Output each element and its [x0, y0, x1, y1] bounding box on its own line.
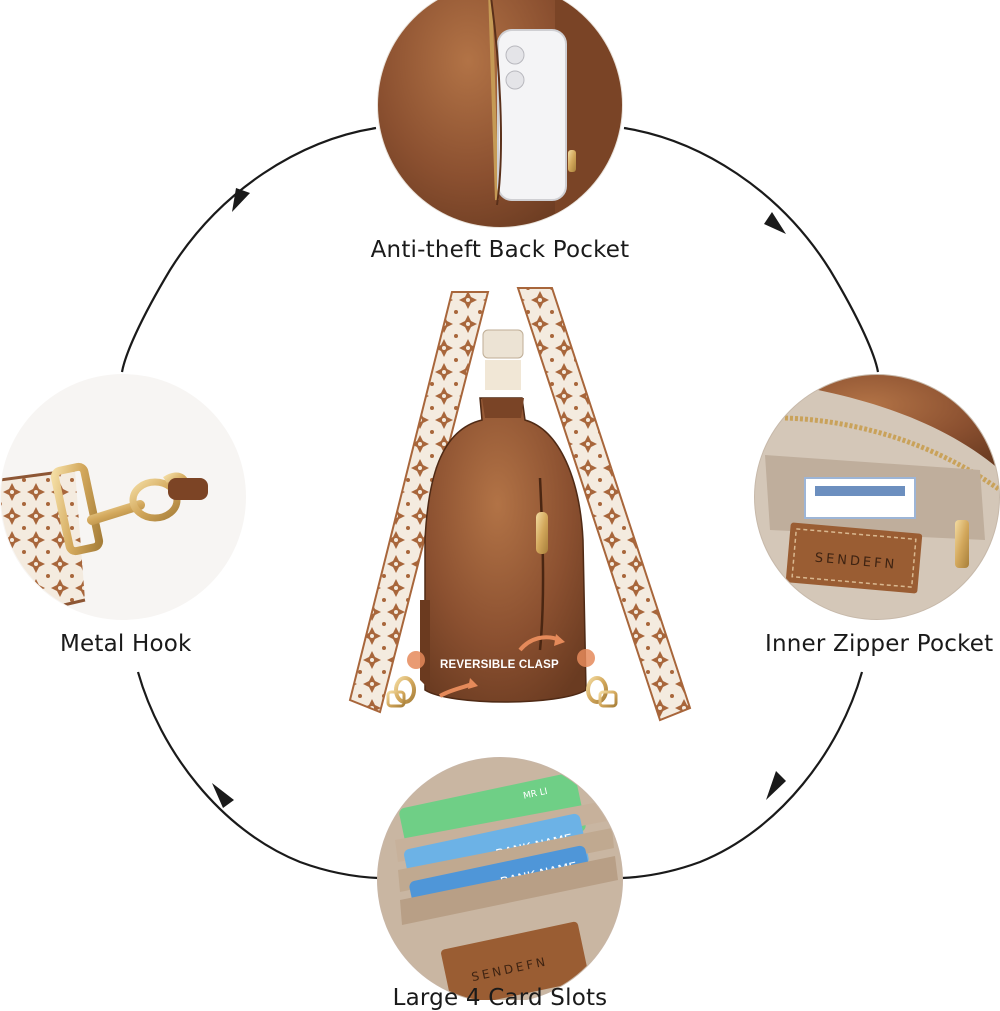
- sling-bag-image: [348, 287, 692, 722]
- metal-hook-detail: [0, 374, 246, 620]
- svg-text:MR LI: MR LI: [522, 787, 548, 802]
- feature-label-metal-hook: Metal Hook: [60, 631, 192, 657]
- arrow-head-top-left: [232, 188, 250, 212]
- inner-pocket-detail: SENDEFN: [754, 374, 1000, 620]
- cycle-ring: [120, 126, 880, 880]
- cycle-arrows: [212, 188, 786, 808]
- arrow-head-bottom-left: [212, 783, 234, 808]
- card-slots-detail: MR LI BANK NAME BANK NAME SENDEFN: [377, 757, 623, 1000]
- reversible-clasp-label: REVERSIBLE CLASP: [440, 659, 559, 671]
- brand-patch-right: SENDEFN: [814, 551, 898, 573]
- arrow-head-top-right: [764, 212, 786, 234]
- feature-label-card-slots: Large 4 Card Slots: [392, 985, 608, 1011]
- feature-label-inner-zipper-pocket: Inner Zipper Pocket: [765, 631, 994, 657]
- arrow-head-bottom-right: [766, 771, 786, 800]
- phone-image: [497, 29, 567, 201]
- strap-right: [516, 287, 692, 722]
- back-pocket-detail: [377, 0, 623, 228]
- strap-left: [348, 291, 490, 714]
- feature-label-back-pocket: Anti-theft Back Pocket: [370, 237, 630, 263]
